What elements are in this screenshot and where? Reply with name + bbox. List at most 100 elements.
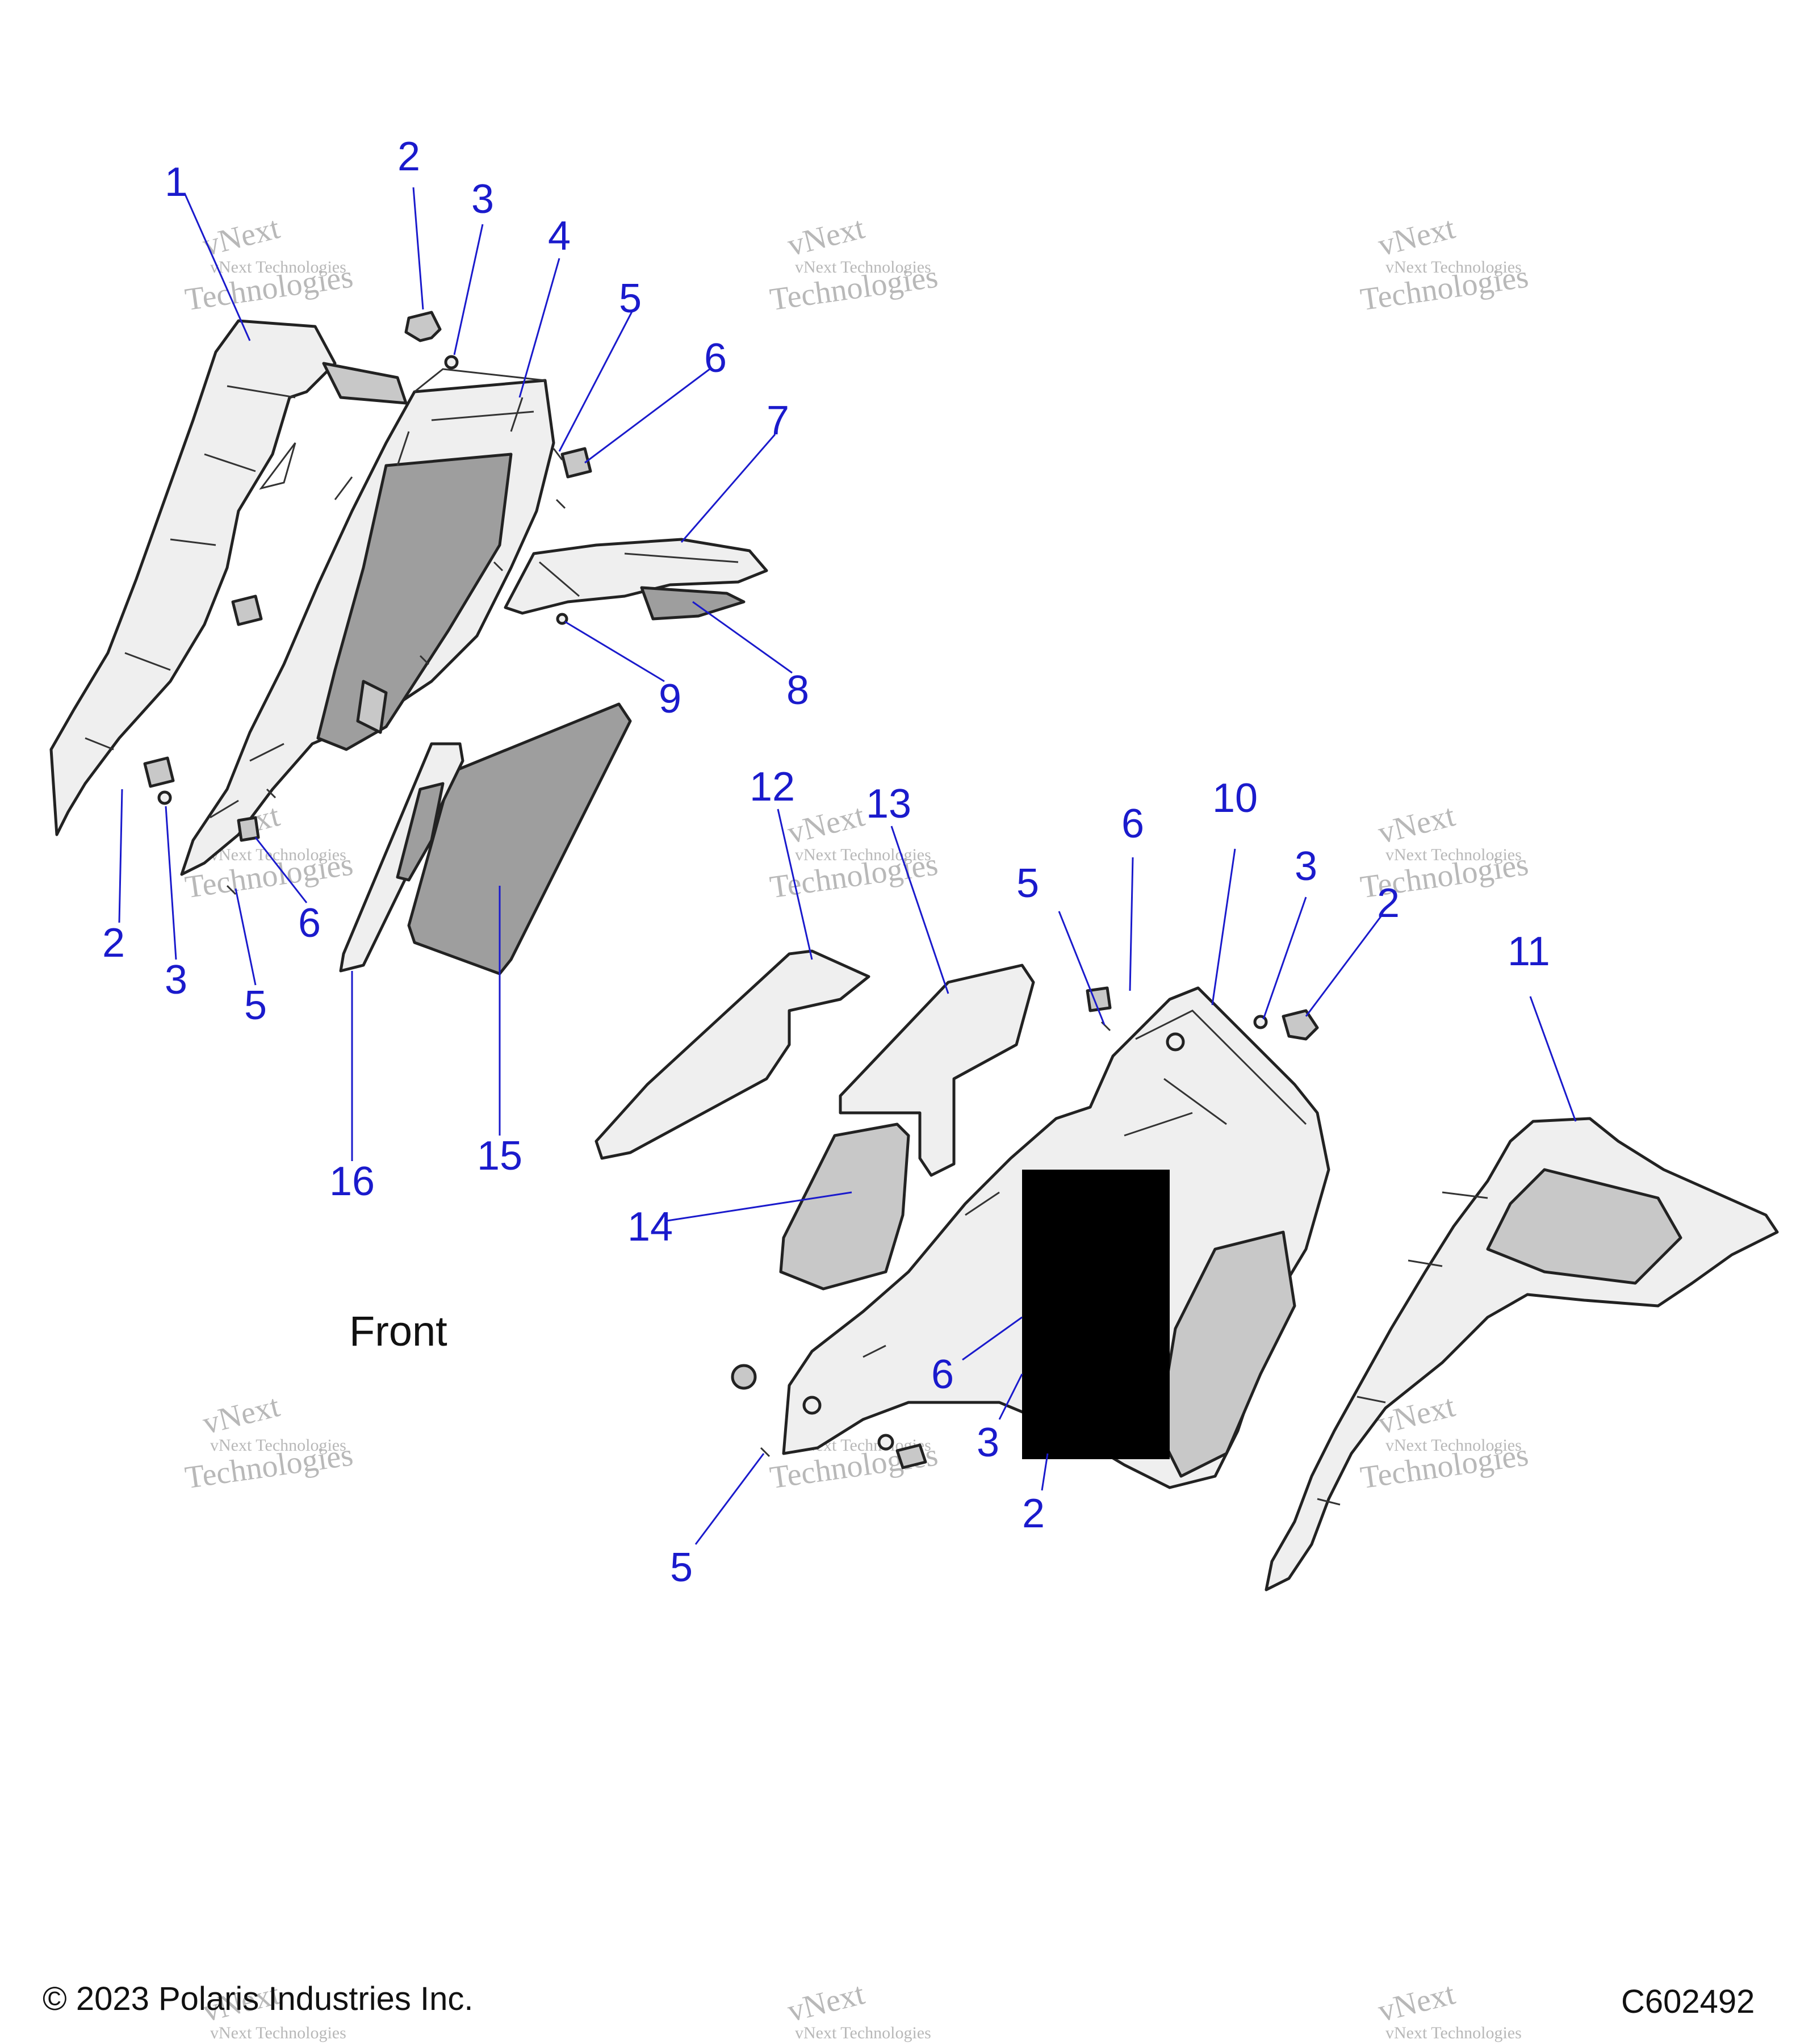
callout-2-left: 2 [102,920,125,966]
callout-2-top: 2 [397,134,420,179]
leader-5-bottom [694,1453,765,1545]
leader-5-top [558,309,634,452]
part-15-foam-pad [407,702,632,975]
callout-5-bottom: 5 [670,1545,693,1590]
callout-5-top: 5 [619,276,642,321]
svg-text:vNext: vNext [1375,210,1459,263]
watermark: vNext vNext Technologies Technologies [1358,210,1531,317]
fastener-5-r-bottom [760,1447,771,1457]
svg-text:vNext Technologies: vNext Technologies [1385,2024,1522,2042]
fastener-6-r-top [1086,986,1112,1012]
leader-14 [667,1191,852,1222]
part-4-inner-frame [180,368,555,876]
callout-11: 11 [1508,929,1550,974]
callout-10: 10 [1212,776,1258,821]
svg-text:vNext: vNext [1375,798,1459,851]
leader-2-left [118,789,123,923]
callout-8: 8 [786,668,809,713]
part-16-foam-strip [339,742,464,973]
leader-8 [692,601,793,674]
watermark: vNext vNext Technologies Technologies [768,210,940,317]
fastener-6-bottom [237,816,260,842]
callout-3-bottom: 3 [977,1420,999,1465]
fastener-6-r-bottom [731,1364,757,1390]
callout-6-left: 6 [298,900,321,946]
callout-16: 16 [329,1159,375,1204]
part-7-vent-bracket [504,538,768,615]
callout-2-bottom: 2 [1022,1491,1045,1536]
watermark-line: vNext Technologies [210,258,346,277]
svg-text:vNext: vNext [784,798,868,851]
leader-12 [777,809,813,960]
callout-5-right: 5 [1016,861,1039,906]
svg-text:vNext Technologies: vNext Technologies [210,845,346,864]
diagram-code: C602492 [1621,1983,1755,2020]
leader-2-bottom [1041,1453,1049,1491]
callout-12: 12 [750,764,795,810]
callout-6-top: 6 [704,336,727,381]
front-label: Front [349,1308,447,1355]
leader-5-left [235,888,257,986]
svg-text:vNext Technologies: vNext Technologies [1385,1436,1522,1455]
fastener-2-mid [231,594,263,626]
fastener-2-r-top [1282,1009,1319,1041]
redaction-block [1022,1170,1170,1459]
leader-9 [564,621,665,682]
callout-13: 13 [866,781,911,827]
watermark: vNext vNext Technologies Technologies [768,798,940,905]
part-13-foam-pad [839,964,1035,1177]
svg-text:vNext Technologies: vNext Technologies [1385,845,1522,864]
leader-5-right [1058,911,1106,1025]
part-12-foam-pad [594,949,870,1160]
callout-4: 4 [548,213,571,259]
svg-text:vNext: vNext [199,1388,283,1441]
svg-text:vNext Technologies: vNext Technologies [795,2024,931,2042]
watermark: vNext vNext Technologies [1375,1976,1522,2042]
callout-1: 1 [165,160,187,205]
leader-13 [890,826,949,994]
part-1-outer-side-panel [49,319,408,836]
fastener-3-r-bottom [877,1434,894,1451]
fastener-5-top [552,448,563,460]
fastener-9 [556,613,568,625]
svg-text:vNext Technologies: vNext Technologies [210,1436,346,1455]
leader-6-top [584,368,710,464]
callout-3-right: 3 [1295,844,1317,889]
leader-4 [518,258,560,398]
watermark: vNext vNext Technologies Technologies [183,1388,355,1496]
leader-3-top [453,224,484,355]
callout-3-left: 3 [165,957,187,1003]
part-8-small-plate [640,586,746,621]
callout-15: 15 [477,1133,522,1179]
fastener-3-bottom [157,790,172,805]
svg-text:vNext Technologies: vNext Technologies [795,845,931,864]
callout-2-right: 2 [1377,881,1400,926]
svg-text:vNext: vNext [784,1976,868,2029]
part-14-foam-pad [779,1122,910,1291]
callouts: 1 2 3 4 5 6 7 8 9 2 3 5 6 16 15 12 13 14… [102,134,1550,1590]
callout-6-right: 6 [1121,801,1144,847]
svg-text:vNext Technologies: vNext Technologies [1385,258,1522,277]
callout-7: 7 [767,398,789,443]
part-11-outer-side-panel-right [1265,1117,1779,1591]
leader-1 [183,192,251,341]
fastener-3-top [444,355,459,370]
callout-6-bottom: 6 [931,1352,954,1397]
fastener-6-top [560,447,592,479]
leader-2-top [412,187,424,310]
fastener-5-r-top [1100,1021,1111,1032]
fastener-2-top [404,311,442,342]
leader-3-right [1262,897,1307,1020]
fastener-2-bottom [143,756,175,788]
leader-11 [1529,996,1577,1122]
watermark: vNext vNext Technologies [784,1976,931,2042]
leader-10 [1211,848,1236,1006]
svg-text:vNext: vNext [1375,1976,1459,2029]
leader-6-bottom [962,1316,1023,1361]
callout-5-left: 5 [244,983,267,1028]
callout-3-top: 3 [471,177,494,222]
leader-6-left [254,837,308,903]
watermark: vNext vNext Technologies Technologies [183,210,355,317]
callout-14: 14 [627,1204,673,1250]
